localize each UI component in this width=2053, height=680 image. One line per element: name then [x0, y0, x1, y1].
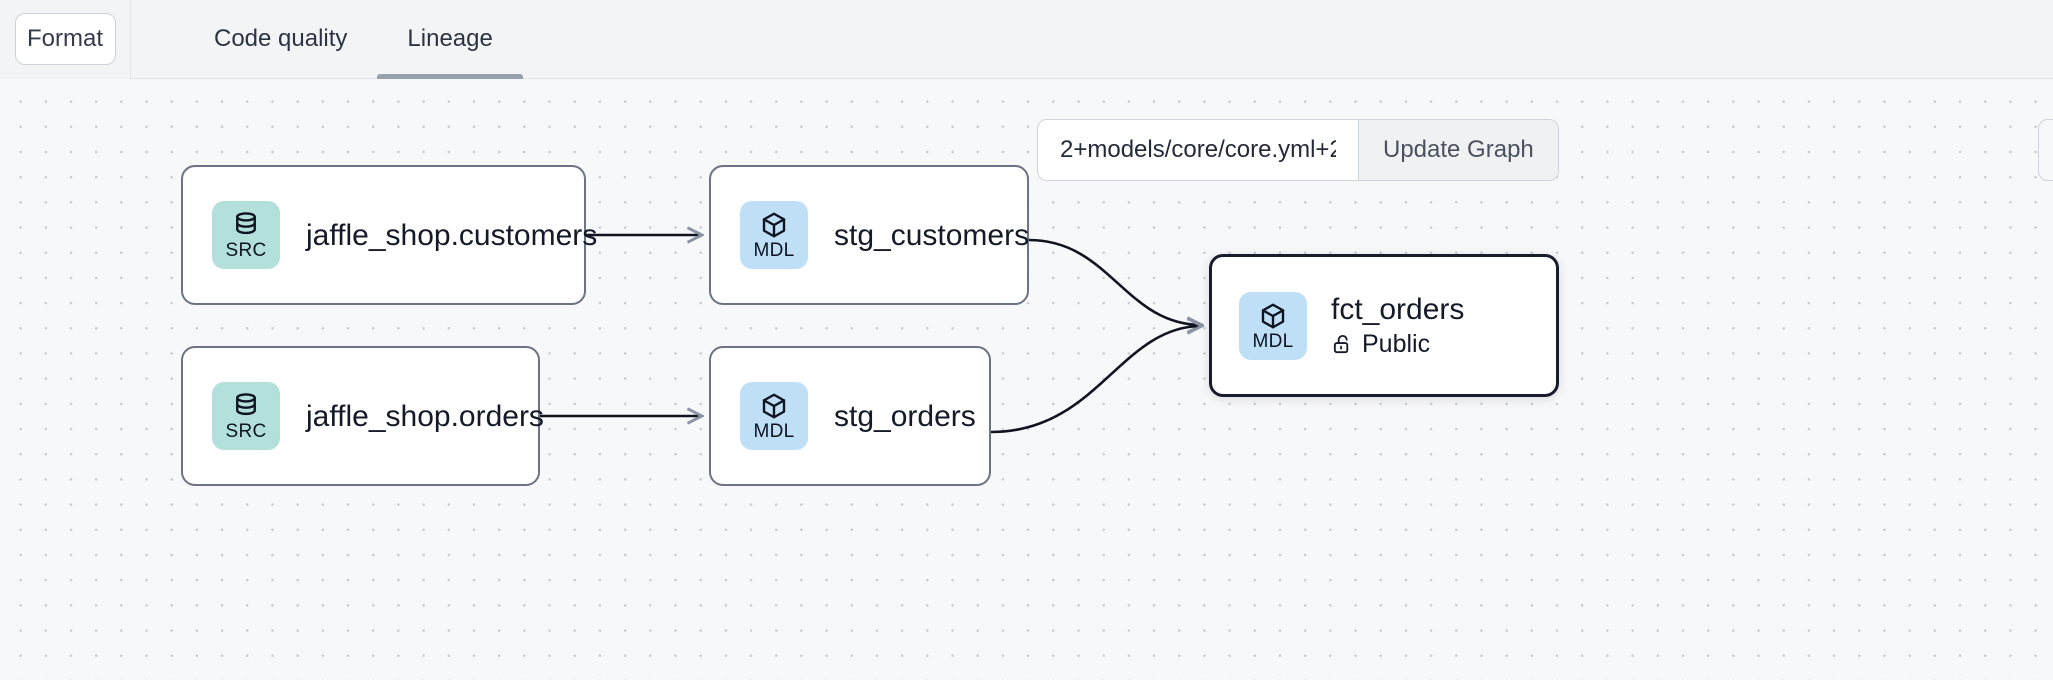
node-type-badge-label: MDL: [753, 421, 795, 442]
node-title: jaffle_shop.orders: [306, 399, 544, 433]
tab-code-quality[interactable]: Code quality: [184, 0, 377, 79]
editor-toolbar: Format Code quality Lineage: [0, 0, 2053, 79]
lineage-node-stg-customers[interactable]: MDL stg_customers: [709, 165, 1029, 305]
edge-stg-customers-to-fct-orders: [1028, 238, 1202, 325]
node-body: stg_customers: [834, 219, 1029, 252]
node-title: fct_orders: [1331, 292, 1465, 326]
node-type-badge-mdl: MDL: [740, 201, 808, 269]
graph-selector-group: Update Graph: [1037, 119, 1559, 181]
update-graph-button[interactable]: Update Graph: [1358, 120, 1558, 180]
node-title: stg_orders: [834, 399, 976, 433]
node-type-badge-mdl: MDL: [740, 382, 808, 450]
node-type-badge-label: SRC: [225, 421, 267, 442]
cube-icon: [762, 212, 786, 238]
edge-stg-orders-to-fct-orders: [990, 326, 1202, 434]
tab-lineage[interactable]: Lineage: [377, 0, 523, 79]
tab-lineage-label: Lineage: [407, 25, 493, 52]
format-button[interactable]: Format: [14, 13, 116, 65]
node-body: jaffle_shop.customers: [306, 219, 597, 252]
graph-selector-input[interactable]: [1038, 120, 1358, 180]
format-button-zone: Format: [0, 0, 131, 79]
node-type-badge-mdl: MDL: [1239, 291, 1307, 360]
lineage-node-fct-orders[interactable]: MDL fct_orders Public: [1209, 254, 1559, 397]
cube-icon: [1261, 303, 1285, 328]
node-title: stg_customers: [834, 218, 1030, 252]
lineage-canvas[interactable]: SRC jaffle_shop.customers SRC jaffle_sho…: [0, 79, 2053, 680]
cube-icon: [762, 393, 786, 419]
node-type-badge-label: MDL: [753, 240, 795, 261]
lineage-node-src-orders[interactable]: SRC jaffle_shop.orders: [181, 346, 544, 486]
tab-code-quality-underline: [184, 74, 377, 79]
tab-code-quality-label: Code quality: [214, 25, 348, 52]
database-icon: [236, 393, 256, 416]
node-type-badge-src: SRC: [212, 201, 280, 269]
node-title: jaffle_shop.customers: [306, 218, 598, 252]
node-body: jaffle_shop.orders: [306, 400, 544, 433]
canvas-side-panel[interactable]: [2038, 119, 2053, 181]
node-access: Public: [1331, 329, 1464, 359]
lineage-node-src-customers[interactable]: SRC jaffle_shop.customers: [181, 165, 597, 305]
node-type-badge-label: SRC: [225, 240, 267, 261]
node-body: stg_orders: [834, 400, 976, 433]
database-icon: [236, 212, 256, 235]
node-type-badge-src: SRC: [212, 382, 280, 450]
unlock-icon: [1333, 334, 1349, 354]
node-access-label: Public: [1362, 329, 1431, 358]
tab-bar: Code quality Lineage: [131, 0, 523, 79]
node-type-badge-label: MDL: [1252, 330, 1294, 352]
tab-lineage-underline: [377, 73, 523, 79]
lineage-node-stg-orders[interactable]: MDL stg_orders: [709, 346, 991, 486]
node-body: fct_orders Public: [1331, 293, 1464, 359]
